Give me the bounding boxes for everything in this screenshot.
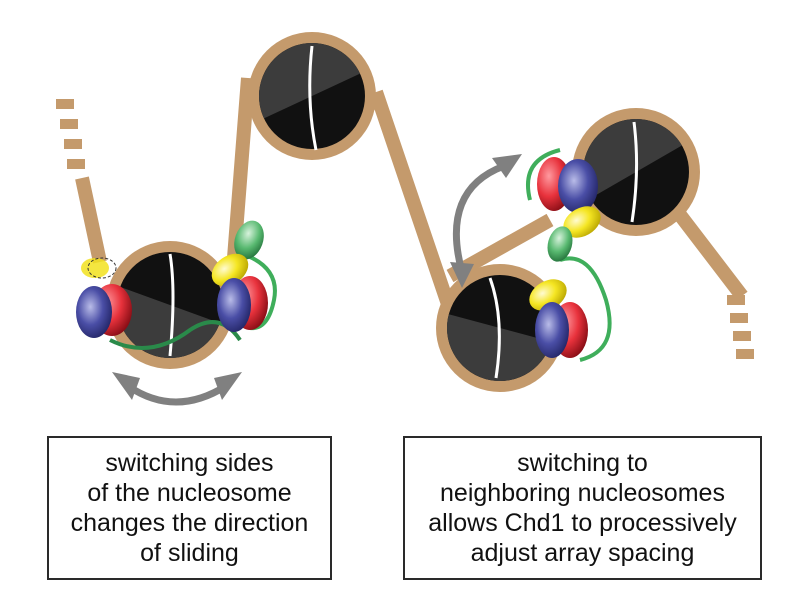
dna-strand xyxy=(75,77,748,319)
caption-left: switching sides of the nucleosome change… xyxy=(47,436,332,580)
chd1-remodeler-icon xyxy=(526,148,612,362)
caption-right-line-4: adjust array spacing xyxy=(470,539,695,567)
curved-double-arrow-icon xyxy=(126,383,228,406)
caption-right-line-1: switching to xyxy=(517,449,648,477)
nucleosome-left xyxy=(106,241,234,369)
chd1-remodeler-icon xyxy=(211,220,277,332)
arrowhead-top xyxy=(492,154,522,178)
curved-double-arrow-icon xyxy=(452,162,506,273)
arrowhead-left xyxy=(112,372,140,400)
caption-right-line-3: allows Chd1 to processively xyxy=(428,509,737,537)
caption-left-line-1: switching sides xyxy=(105,449,274,477)
nucleosome-top-right xyxy=(572,108,700,236)
caption-left-line-2: of the nucleosome xyxy=(87,479,292,507)
arrowhead-right xyxy=(214,372,242,400)
caption-left-line-4: of sliding xyxy=(140,539,239,567)
caption-right: switching to neighboring nucleosomes all… xyxy=(403,436,762,580)
caption-left-line-3: changes the direction xyxy=(70,509,309,537)
dna-left-dashed-end xyxy=(56,99,85,169)
nucleosome-top xyxy=(248,32,376,160)
arrowhead-bottom xyxy=(450,262,474,288)
caption-right-line-2: neighboring nucleosomes xyxy=(440,479,725,507)
dna-right-dashed-end xyxy=(727,295,754,359)
